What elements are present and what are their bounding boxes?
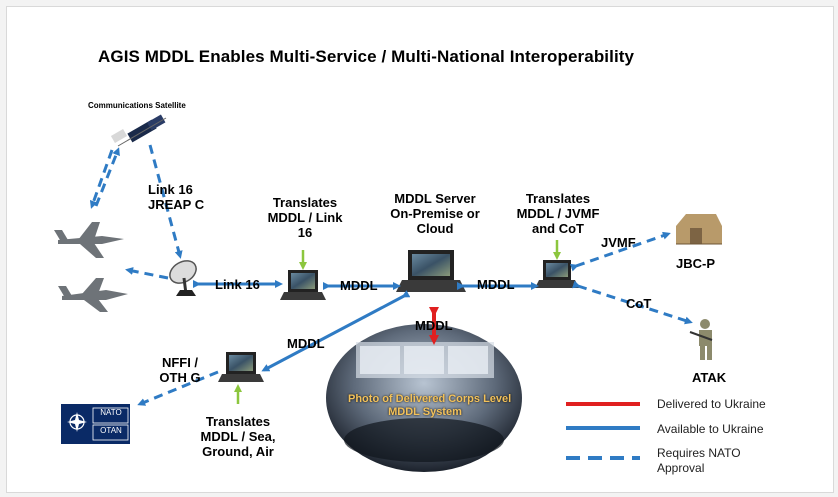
jbcp-label: JBC-P <box>676 256 716 271</box>
mddl-right-label: MDDL <box>477 277 515 292</box>
legend-delivered: Delivered to Ukraine <box>657 397 766 411</box>
page-title: AGIS MDDL Enables Multi-Service / Multi-… <box>98 47 635 66</box>
link16-jreap-label: Link 16 JREAP C <box>148 182 205 212</box>
nato-flag-icon <box>61 404 130 444</box>
satellite-label: Communications Satellite <box>88 101 186 110</box>
mddl-diag-label: MDDL <box>287 336 325 351</box>
translates-link16-label: Translates MDDL / Link 16 <box>267 195 343 240</box>
satellite-dish-icon <box>169 260 197 296</box>
satellite-icon <box>110 114 167 147</box>
legend-available: Available to Ukraine <box>657 422 764 436</box>
link-sat-jet <box>89 149 114 209</box>
fighter-jet-icon <box>54 222 124 258</box>
mddl-left-label: MDDL <box>340 278 378 293</box>
link-cot <box>572 280 693 325</box>
tent-icon <box>676 214 722 245</box>
nato-text: NATO <box>100 408 122 417</box>
laptop-icon <box>396 250 466 292</box>
nffi-label: NFFI / OTH G <box>159 355 201 385</box>
legend-nato: Requires NATO Approval <box>657 446 741 475</box>
photo-caption: Photo of Delivered Corps Level MDDL Syst… <box>348 393 512 418</box>
fighter-jet-icon <box>58 278 128 312</box>
link-jet-sat <box>94 147 120 207</box>
jvmf-label: JVMF <box>601 235 636 250</box>
mddl-vertical-label: MDDL <box>415 318 453 333</box>
translates-sea-label: Translates MDDL / Sea, Ground, Air <box>200 414 276 459</box>
atak-label: ATAK <box>692 370 727 385</box>
cot-label: CoT <box>626 296 652 311</box>
laptop-icon <box>218 352 264 382</box>
laptop-icon <box>280 270 326 300</box>
link-sat-dish <box>148 144 183 259</box>
translates-jvmf-label: Translates MDDL / JVMF and CoT <box>516 191 600 236</box>
soldier-icon <box>689 319 713 360</box>
link16-label: Link 16 <box>215 277 260 292</box>
otan-text: OTAN <box>100 426 122 435</box>
link-dish-jet <box>125 267 169 280</box>
link-mddl-diag <box>261 290 411 372</box>
link-jvmf <box>569 231 671 272</box>
mddl-server-label: MDDL Server On-Premise or Cloud <box>390 191 480 236</box>
laptop-icon <box>535 260 579 288</box>
